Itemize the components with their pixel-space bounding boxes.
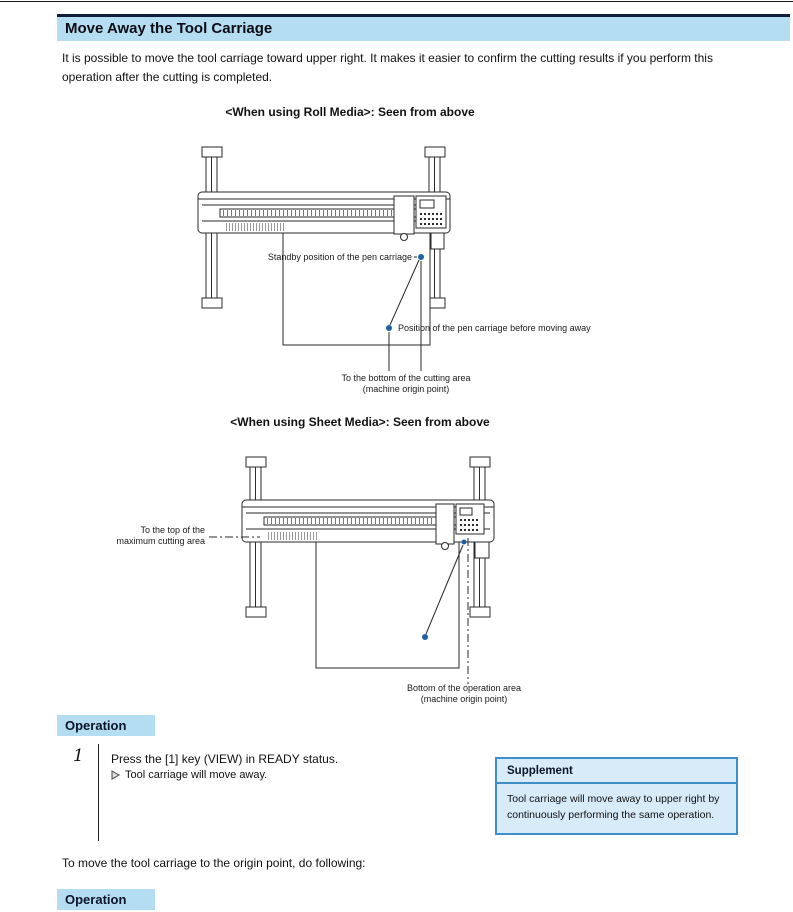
operation-heading-2-label: Operation xyxy=(65,892,127,907)
sheet-diagram-title: <When using Sheet Media>: Seen from abov… xyxy=(230,415,490,429)
supplement-text: Tool carriage will move away to upper ri… xyxy=(497,784,736,833)
label-machine-origin-roll: (machine origin point) xyxy=(363,384,450,394)
annotation-lines xyxy=(209,536,469,684)
supplement-title: Supplement xyxy=(497,759,736,784)
label-bottom-operation-area: Bottom of the operation area xyxy=(407,683,521,693)
closing-text: To move the tool carriage to the origin … xyxy=(62,856,366,870)
label-top-cutting-area-1: To the top of the xyxy=(140,525,205,535)
supplement-box: Supplement Tool carriage will move away … xyxy=(495,757,738,835)
sheet-media xyxy=(315,537,460,669)
intro-paragraph: It is possible to move the tool carriage… xyxy=(62,51,713,84)
plotter-body xyxy=(241,499,495,559)
standby-position-dot xyxy=(461,539,467,545)
page-top-rule xyxy=(0,1,793,2)
step-divider-line xyxy=(98,744,99,841)
supplement-text-line-1: Tool carriage will move away to upper ri… xyxy=(507,793,720,805)
page-title: Move Away the Tool Carriage xyxy=(65,20,273,37)
label-top-cutting-area-2: maximum cutting area xyxy=(116,536,205,546)
operation-heading-1-label: Operation xyxy=(65,718,127,733)
supplement-text-line-2: continuously performing the same operati… xyxy=(507,809,715,822)
step-number: 1 xyxy=(73,746,84,766)
roll-diagram-title: <When using Roll Media>: Seen from above xyxy=(225,105,475,119)
section-header: Move Away the Tool Carriage xyxy=(57,14,790,41)
label-standby-position: Standby position of the pen carriage xyxy=(268,252,412,262)
step-result-row: Tool carriage will move away. xyxy=(111,769,267,781)
standby-position-dot xyxy=(418,254,424,260)
label-bottom-cutting-area: To the bottom of the cutting area xyxy=(341,373,470,383)
operation-heading-1: Operation xyxy=(57,715,155,736)
roll-media xyxy=(282,227,431,346)
label-position-before-moving: Position of the pen carriage before movi… xyxy=(398,323,591,333)
sheet-media-diagram: To the top of the maximum cutting area B… xyxy=(116,456,521,704)
label-machine-origin-sheet: (machine origin point) xyxy=(421,694,508,704)
roll-media-diagram: Standby position of the pen carriage Pos… xyxy=(197,146,591,394)
operation-heading-2: Operation xyxy=(57,889,155,910)
step-result-text: Tool carriage will move away. xyxy=(125,769,268,781)
plotter-body xyxy=(197,191,451,250)
annotation-lines xyxy=(388,256,422,371)
tool-carriage xyxy=(393,195,447,241)
result-arrow-icon xyxy=(111,770,120,780)
tool-carriage xyxy=(435,503,485,550)
step-instruction: Press the [1] key (VIEW) in READY status… xyxy=(111,752,339,766)
moved-position-dot xyxy=(422,634,428,640)
previous-position-dot xyxy=(386,325,392,331)
